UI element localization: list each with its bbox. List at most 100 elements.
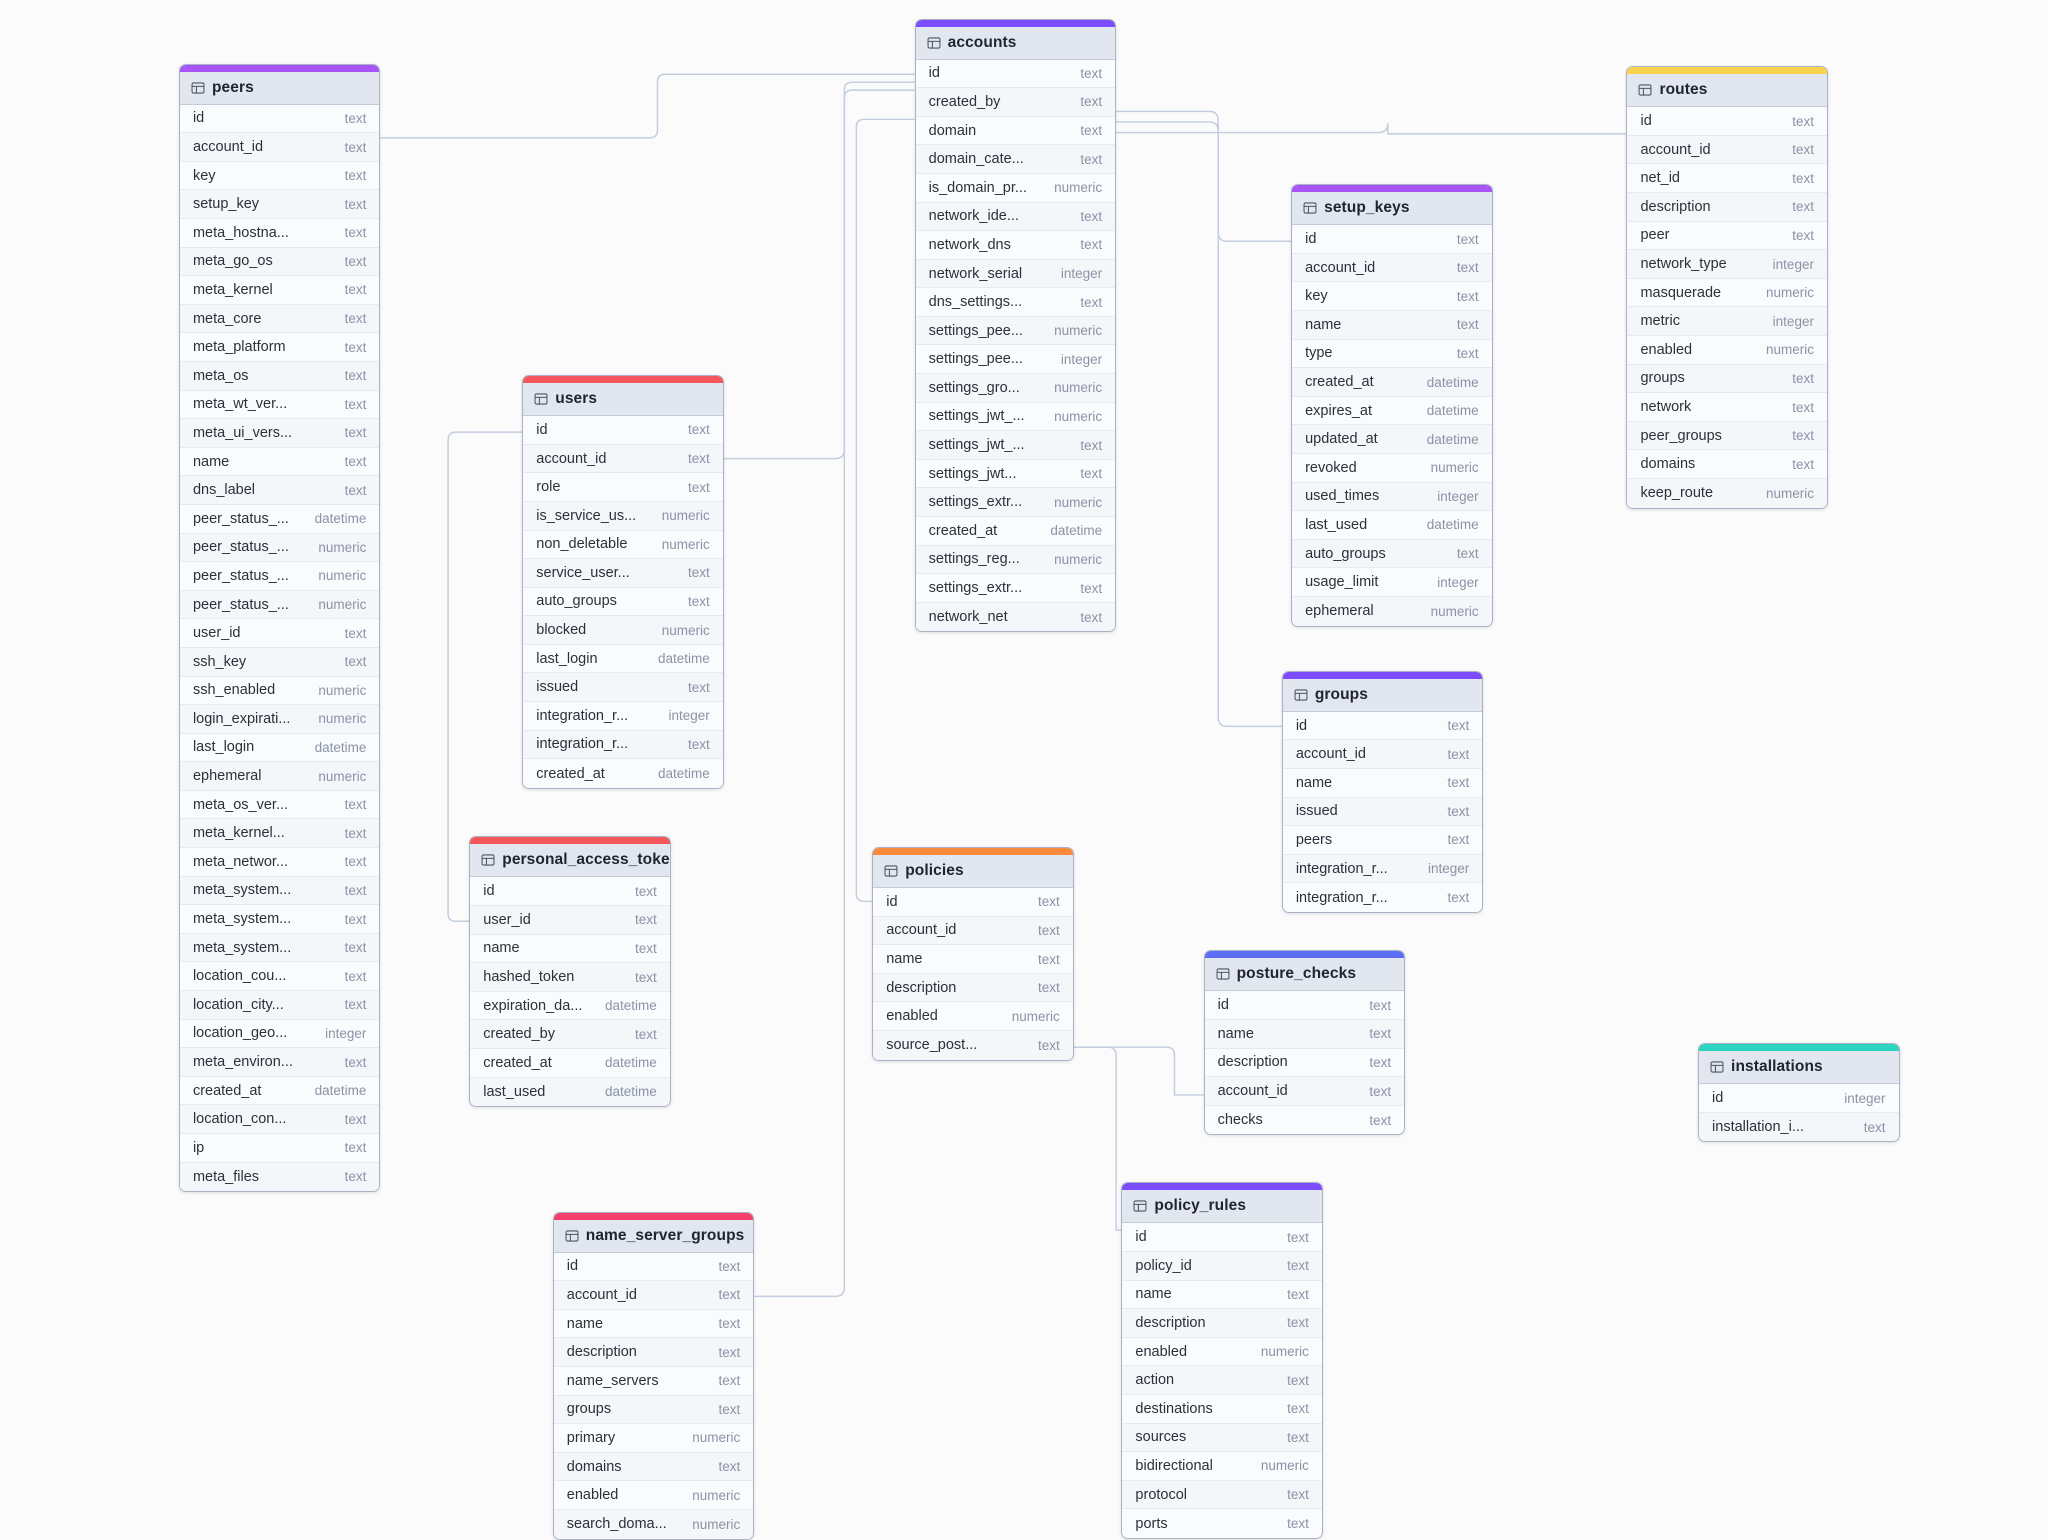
field-row[interactable]: meta_wt_ver...text bbox=[179, 390, 380, 420]
field-row[interactable]: meta_ui_vers...text bbox=[179, 419, 380, 448]
table-header[interactable]: personal_access_tokens bbox=[470, 844, 670, 878]
field-row[interactable]: meta_system...text bbox=[179, 933, 380, 963]
field-row[interactable]: integration_r...integer bbox=[523, 702, 723, 731]
field-row[interactable]: integration_r...text bbox=[523, 730, 723, 760]
field-row[interactable]: meta_os_ver...text bbox=[179, 790, 380, 820]
field-row[interactable]: location_city...text bbox=[179, 991, 380, 1020]
field-row[interactable]: peer_status_...numeric bbox=[179, 590, 380, 620]
field-row[interactable]: settings_extr...numeric bbox=[915, 488, 1116, 518]
table-header[interactable]: policies bbox=[873, 855, 1073, 889]
field-row[interactable]: meta_networ...text bbox=[179, 848, 380, 877]
field-row[interactable]: meta_system...text bbox=[179, 905, 380, 934]
field-row[interactable]: settings_pee...integer bbox=[915, 345, 1116, 375]
field-row[interactable]: search_doma...numeric bbox=[553, 1509, 754, 1539]
table-header[interactable]: accounts bbox=[915, 26, 1116, 60]
field-row[interactable]: login_expirati...numeric bbox=[179, 705, 380, 734]
field-row[interactable]: peer_status_...numeric bbox=[179, 562, 380, 591]
table-header[interactable]: name_server_groups bbox=[553, 1219, 754, 1253]
field-row[interactable]: peer_status_...numeric bbox=[179, 533, 380, 563]
table-header[interactable]: posture_checks bbox=[1204, 958, 1405, 992]
field-row[interactable]: location_con...text bbox=[179, 1105, 380, 1134]
field-row[interactable]: meta_hostna...text bbox=[179, 219, 380, 248]
field-row[interactable]: settings_jwt...text bbox=[915, 459, 1116, 489]
field-row[interactable]: settings_gro...numeric bbox=[915, 374, 1116, 403]
field-row[interactable]: is_domain_pr...numeric bbox=[915, 173, 1116, 203]
table-header[interactable]: policy_rules bbox=[1122, 1190, 1322, 1224]
table-header[interactable]: peers bbox=[179, 71, 380, 105]
field-row[interactable]: peer_status_...datetime bbox=[179, 504, 380, 534]
field-row[interactable]: dns_settings...text bbox=[915, 288, 1116, 317]
field-row[interactable]: domain_cate...text bbox=[915, 145, 1116, 174]
